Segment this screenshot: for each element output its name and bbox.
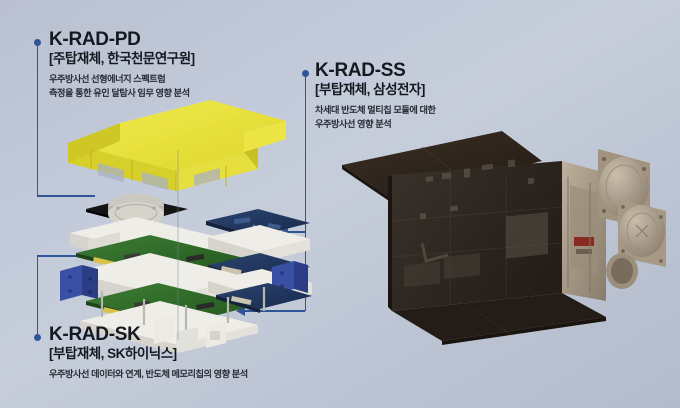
part-end-plates [154,316,226,352]
connector-line-pd-vertical [36,44,39,196]
label-sk-subtitle: [부탑재체, SK하이닉스] [49,345,177,361]
main-body [388,159,563,311]
connector-branch-ss-1 [288,231,305,233]
label-pd-subtitle: [주탑재체, 한국천문연구원] [49,50,195,66]
label-sk-description: 우주방사선 데이터와 연계, 반도체 메모리칩의 영향 분석 [49,369,248,380]
label-k-rad-sk: K-RAD-SK [부탑재체, SK하이닉스] 우주방사선 데이터와 연계, 반… [49,325,349,382]
connector-dot-pd [34,39,41,46]
connector-line-sk-horizontal [36,255,92,257]
satellite-3d-render [330,125,670,390]
connector-line-ss-vertical [304,75,307,311]
label-sk-title: K-RAD-SK [49,324,141,345]
connector-line-pd-horizontal [36,195,95,197]
connector-branch-ss-3 [245,310,305,312]
thruster-nozzle [606,253,638,289]
connector-dot-sk [34,334,41,341]
connector-arrow-ss-3 [236,306,245,316]
connector-line-sk-vertical [36,255,39,337]
connector-dot-ss [302,70,309,77]
label-pd-description: 우주방사선 선형에너지 스펙트럼 측정을 통한 유인 달탐사 임무 영향 분석 [49,74,190,98]
solar-panel-bottom [392,293,606,345]
label-ss-subtitle: [부탑재체, 삼성전자] [315,81,425,97]
dish-antenna-small [618,199,666,267]
part-blue-mount-bracket-left [60,265,98,301]
part-cylindrical-sensor [108,194,164,226]
label-pd-title: K-RAD-PD [49,29,141,50]
equipment-deck [562,161,606,301]
label-ss-title: K-RAD-SS [315,60,406,81]
label-k-rad-pd: K-RAD-PD [주탑재체, 한국천문연구원] 우주방사선 선형에너지 스펙트… [49,30,259,100]
label-k-rad-ss: K-RAD-SS [부탑재체, 삼성전자] 차세대 반도체 멀티칩 모듈에 대한… [315,61,515,131]
part-support-posts [100,287,266,331]
label-ss-description: 차세대 반도체 멀티칩 모듈에 대한 우주방사선 영향 분석 [315,105,436,129]
exploded-assembly-diagram [58,95,318,353]
part-yellow-shield-cover [68,100,286,191]
